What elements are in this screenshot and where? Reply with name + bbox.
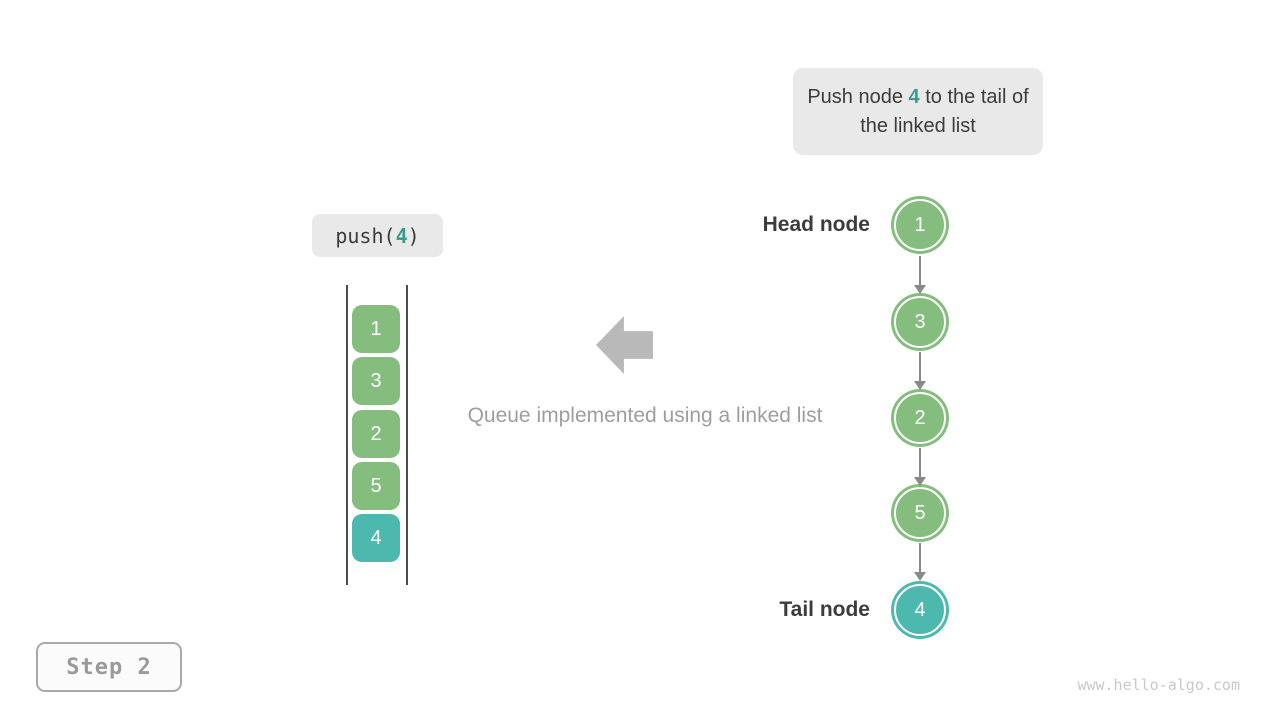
- queue-item: 2: [352, 410, 400, 458]
- push-label-prefix: push(: [335, 223, 396, 248]
- arrow-shaft: [918, 352, 922, 381]
- linked-list-node: 2: [894, 392, 946, 444]
- arrow-shaft: [918, 448, 922, 477]
- callout-text: Push node 4 to the tail of the linked li…: [807, 83, 1029, 141]
- arrow-shaft: [918, 256, 922, 285]
- push-operation-chip: push(4): [312, 214, 443, 257]
- queue-item: 3: [352, 357, 400, 405]
- arrow-head: [914, 477, 926, 486]
- left-arrow-icon: [596, 316, 653, 374]
- linked-list-node: 5: [894, 487, 946, 539]
- linked-list-node: 1: [894, 199, 946, 251]
- queue-item: 4: [352, 514, 400, 562]
- callout-highlight-value: 4: [908, 85, 920, 108]
- callout-box: Push node 4 to the tail of the linked li…: [793, 68, 1043, 155]
- arrow-shaft: [918, 543, 922, 572]
- queue-item: 5: [352, 462, 400, 510]
- down-arrow-icon: [914, 448, 926, 486]
- linked-list-node: 3: [894, 296, 946, 348]
- callout-suffix: to the tail of the linked list: [860, 85, 1029, 137]
- tail-node-label: Tail node: [779, 598, 870, 621]
- queue-item: 1: [352, 305, 400, 353]
- watermark-text: www.hello-algo.com: [1077, 676, 1240, 694]
- step-badge: Step 2: [36, 642, 182, 692]
- arrow-head: [914, 285, 926, 294]
- down-arrow-icon: [914, 352, 926, 390]
- linked-list-node: 4: [894, 584, 946, 636]
- push-label-arg: 4: [395, 223, 408, 248]
- push-label-suffix: ): [407, 223, 420, 248]
- down-arrow-icon: [914, 256, 926, 294]
- down-arrow-icon: [914, 543, 926, 581]
- arrow-head: [914, 381, 926, 390]
- arrow-head: [914, 572, 926, 581]
- caption-text: Queue implemented using a linked list: [467, 404, 823, 427]
- queue-wall-left: [346, 285, 348, 585]
- head-node-label: Head node: [762, 213, 870, 236]
- callout-prefix: Push node: [807, 85, 909, 108]
- queue-wall-right: [406, 285, 408, 585]
